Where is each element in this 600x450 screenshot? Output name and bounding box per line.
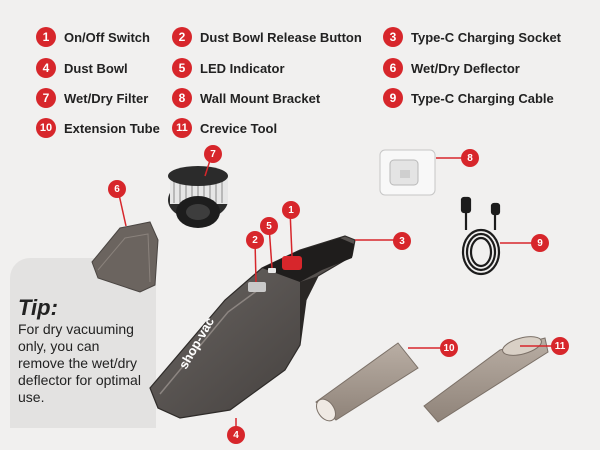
- legend-label: Type-C Charging Socket: [411, 29, 562, 45]
- legend-badge: 3: [383, 27, 403, 47]
- parts-legend: 1 On/Off Switch 2 Dust Bowl Release Butt…: [0, 0, 600, 150]
- charging-cable: [460, 196, 501, 276]
- legend-badge: 8: [172, 88, 192, 108]
- dust-bowl-release-button: [248, 282, 266, 292]
- callout-2: 2: [246, 231, 264, 249]
- legend-label: Dust Bowl Release Button: [200, 29, 362, 45]
- callout-4: 4: [227, 426, 245, 444]
- on-off-switch: [282, 256, 302, 270]
- wall-mount-bracket: [379, 149, 436, 196]
- callout-9: 9: [531, 234, 549, 252]
- legend-item-8: 8 Wall Mount Bracket: [172, 87, 320, 109]
- legend-badge: 9: [383, 88, 403, 108]
- tip-text: For dry vacuuming only, you can remove t…: [18, 321, 141, 405]
- callout-10: 10: [440, 339, 458, 357]
- legend-label: Dust Bowl: [64, 60, 128, 76]
- legend-item-2: 2 Dust Bowl Release Button: [172, 26, 362, 48]
- legend-item-6: 6 Wet/Dry Deflector: [383, 57, 520, 79]
- legend-label: Wet/Dry Deflector: [411, 60, 520, 76]
- legend-badge: 11: [172, 118, 192, 138]
- callout-7: 7: [204, 145, 222, 163]
- legend-badge: 5: [172, 58, 192, 78]
- legend-badge: 7: [36, 88, 56, 108]
- legend-badge: 2: [172, 27, 192, 47]
- legend-item-10: 10 Extension Tube: [36, 117, 160, 139]
- legend-item-9: 9 Type-C Charging Cable: [383, 87, 554, 109]
- extension-tube: [315, 342, 419, 422]
- legend-item-3: 3 Type-C Charging Socket: [383, 26, 561, 48]
- tip-title: Tip:: [18, 295, 58, 320]
- legend-badge: 1: [36, 27, 56, 47]
- legend-item-1: 1 On/Off Switch: [36, 26, 150, 48]
- callout-1: 1: [282, 201, 300, 219]
- legend-badge: 4: [36, 58, 56, 78]
- legend-label: Wall Mount Bracket: [200, 90, 321, 106]
- legend-badge: 6: [383, 58, 403, 78]
- callout-5: 5: [260, 217, 278, 235]
- legend-item-7: 7 Wet/Dry Filter: [36, 87, 148, 109]
- callout-8: 8: [461, 149, 479, 167]
- legend-item-11: 11 Crevice Tool: [172, 117, 277, 139]
- legend-label: Extension Tube: [64, 120, 160, 136]
- hand-vacuum: shop-vac: [149, 235, 356, 419]
- legend-label: LED Indicator: [200, 60, 285, 76]
- callout-11: 11: [551, 337, 569, 355]
- legend-label: Type-C Charging Cable: [411, 90, 554, 106]
- legend-badge: 10: [36, 118, 56, 138]
- legend-label: On/Off Switch: [64, 29, 150, 45]
- legend-item-5: 5 LED Indicator: [172, 57, 285, 79]
- led-indicator: [268, 268, 276, 273]
- legend-label: Wet/Dry Filter: [64, 90, 149, 106]
- wet-dry-deflector: [91, 221, 159, 293]
- legend-item-4: 4 Dust Bowl: [36, 57, 128, 79]
- legend-label: Crevice Tool: [200, 120, 278, 136]
- wet-dry-filter: [168, 166, 228, 228]
- callout-3: 3: [393, 232, 411, 250]
- callout-6: 6: [108, 180, 126, 198]
